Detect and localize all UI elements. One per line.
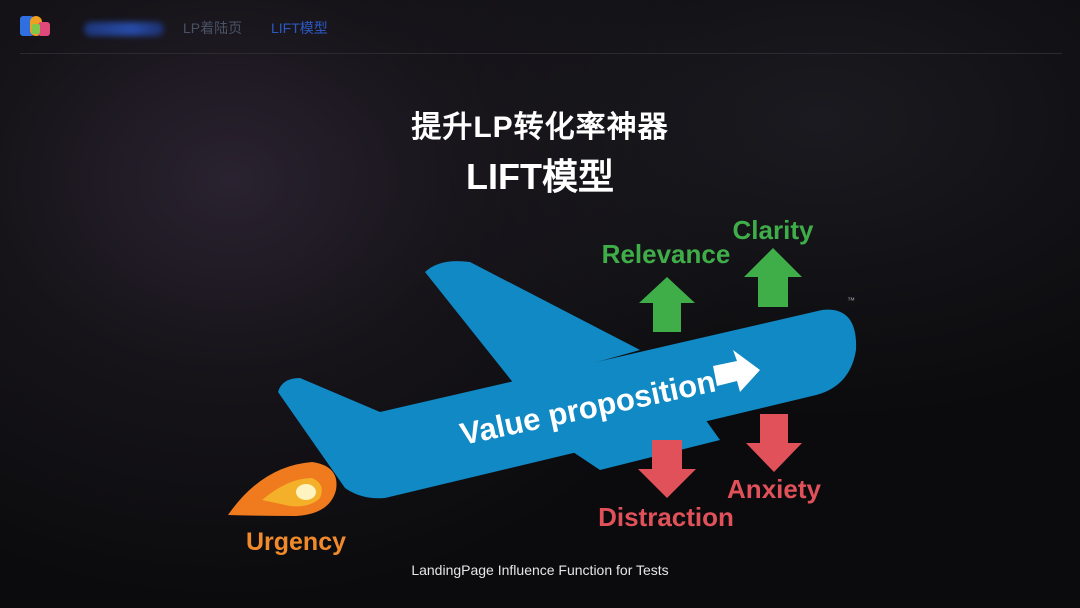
brand-name-blurred (84, 22, 164, 36)
brand-logo-icon[interactable] (20, 14, 52, 38)
relevance-label: Relevance (602, 239, 731, 269)
anxiety-down-arrow-icon (746, 414, 802, 472)
distraction-down-arrow-icon (638, 440, 696, 498)
slide-title: 提升LP转化率神器 (411, 111, 669, 144)
header-divider (20, 53, 1062, 54)
slide-footer-caption: LandingPage Influence Function for Tests (411, 562, 669, 578)
top-navigation-bar: LP着陆页 LIFT模型 (0, 0, 1080, 54)
airplane-icon (278, 261, 857, 499)
flame-icon (228, 462, 337, 516)
nav-link-lp-landing[interactable]: LP着陆页 (183, 20, 243, 36)
nav-link-lift-model[interactable]: LIFT模型 (271, 20, 328, 36)
distraction-label: Distraction (598, 502, 734, 532)
urgency-label: Urgency (246, 528, 346, 556)
relevance-up-arrow-icon (639, 277, 695, 332)
anxiety-label: Anxiety (727, 474, 821, 504)
clarity-up-arrow-icon (744, 248, 802, 307)
trademark-symbol: ™ (847, 296, 855, 305)
slide-subtitle: LIFT模型 (466, 156, 614, 197)
clarity-label: Clarity (733, 215, 814, 245)
